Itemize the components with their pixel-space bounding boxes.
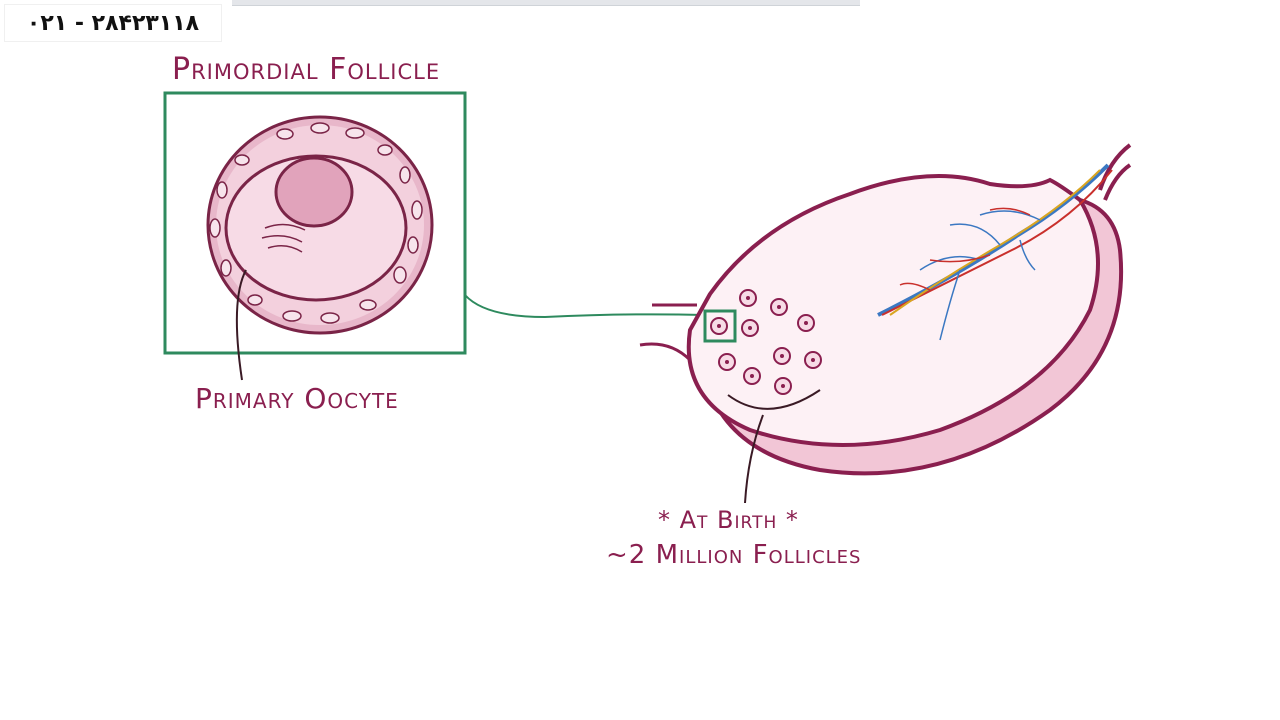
follicle-inset-box xyxy=(163,91,467,355)
primary-oocyte-label: Primary Oocyte xyxy=(195,382,399,415)
highlight-box xyxy=(703,309,737,343)
oocyte-nucleus xyxy=(274,156,354,228)
at-birth-label: * At Birth * xyxy=(658,506,799,534)
video-toolbar xyxy=(232,0,860,6)
follicle-count-label: ~2 Million Follicles xyxy=(606,540,862,570)
primordial-follicle-label: Primordial Follicle xyxy=(172,52,441,87)
oocyte xyxy=(224,154,408,302)
ovary xyxy=(686,174,1100,447)
phone-number: ۰۲۱ - ۲۸۴۲۳۱۱۸ xyxy=(4,4,222,42)
